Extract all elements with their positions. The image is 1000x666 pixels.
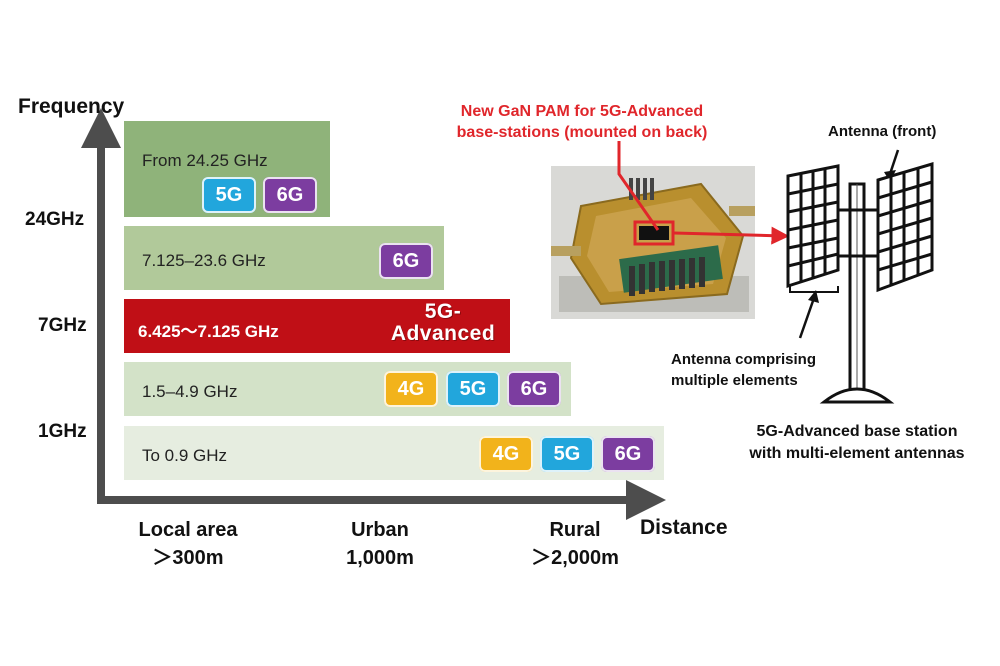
- gan-pam-callout: New GaN PAM for 5G-Advanced base-station…: [412, 101, 752, 143]
- x-label-range: ＞300m: [152, 547, 224, 569]
- band-5g-advanced: 6.425～7.125 GHz 5G-Advanced: [124, 299, 510, 353]
- badge-4g: 4G: [384, 371, 438, 407]
- callout-line1: New GaN PAM for 5G-Advanced: [460, 103, 704, 120]
- x-label-name: Urban: [351, 519, 409, 541]
- band-label: 1.5–4.9 GHz: [142, 382, 238, 401]
- band-label: 6.425～7.125 GHz: [138, 322, 279, 341]
- x-label-urban: Urban 1,000m: [320, 516, 440, 572]
- badge-5g: 5G: [446, 371, 500, 407]
- callout-pointer-line: [617, 141, 660, 231]
- x-axis-title: Distance: [640, 516, 728, 539]
- antenna-elements-line2: multiple elements: [671, 372, 798, 389]
- band-label: From 24.25 GHz: [142, 151, 268, 170]
- badge-6g: 6G: [601, 436, 655, 472]
- x-label-rural: Rural ＞2,000m: [510, 516, 640, 572]
- antenna-front-label: Antenna (front): [828, 123, 937, 140]
- x-label-range: 1,000m: [346, 547, 414, 569]
- x-label-name: Rural: [549, 519, 601, 541]
- station-caption-line2: with multi-element antennas: [749, 445, 965, 462]
- badge-5g-advanced: 5G-Advanced: [390, 300, 496, 345]
- board-to-station-arrow: [673, 226, 790, 245]
- station-caption-line1: 5G-Advanced base station: [756, 423, 958, 440]
- x-label-local-area: Local area ＞300m: [118, 516, 258, 572]
- badge-4g: 4G: [479, 436, 533, 472]
- y-tick-7ghz: 7GHz: [38, 315, 87, 336]
- gan-pam-board-photo: [551, 166, 755, 319]
- y-tick-24ghz: 24GHz: [25, 209, 85, 230]
- band-24ghz: From 24.25 GHz 5G 6G: [124, 121, 330, 217]
- band-under-1ghz: To 0.9 GHz 4G 5G 6G: [124, 426, 664, 480]
- band-label: 7.125–23.6 GHz: [142, 251, 266, 270]
- antenna-elements-line1: Antenna comprising: [671, 351, 817, 368]
- x-label-name: Local area: [138, 519, 238, 541]
- base-station-drawing: [786, 149, 934, 404]
- band-1-7ghz: 1.5–4.9 GHz 4G 5G 6G: [124, 362, 571, 416]
- callout-line2: base-stations (mounted on back): [456, 124, 708, 141]
- y-tick-1ghz: 1GHz: [38, 421, 87, 442]
- base-station-caption: 5G-Advanced base station with multi-elem…: [722, 421, 992, 465]
- badge-5g: 5G: [202, 177, 256, 213]
- band-label: To 0.9 GHz: [142, 446, 228, 465]
- band-7-24ghz: 7.125–23.6 GHz 6G: [124, 226, 444, 290]
- badge-6g: 6G: [507, 371, 561, 407]
- y-axis-title: Frequency: [18, 95, 125, 118]
- x-label-range: ＞2,000m: [531, 547, 619, 569]
- badge-6g: 6G: [379, 243, 433, 279]
- badge-5g: 5G: [540, 436, 594, 472]
- badge-6g: 6G: [263, 177, 317, 213]
- antenna-elements-caption: Antenna comprising multiple elements: [671, 349, 816, 391]
